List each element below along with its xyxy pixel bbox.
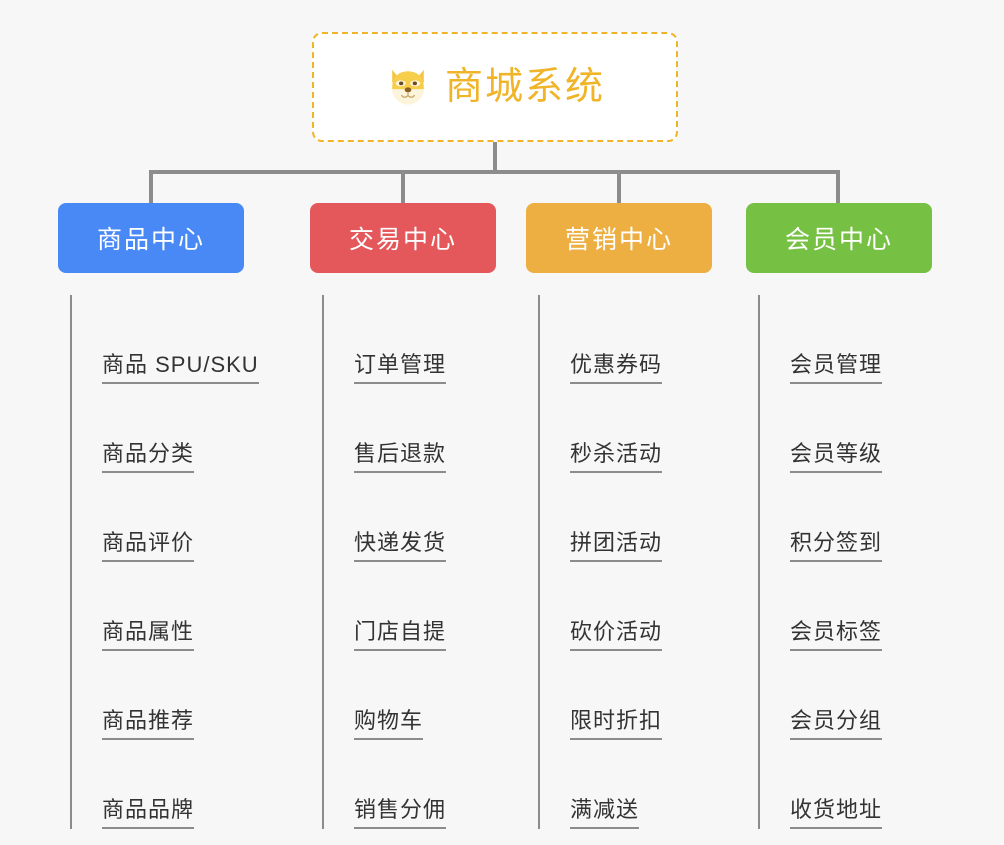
branch-header-4[interactable]: 会员中心 — [746, 203, 932, 273]
leaf-label: 会员等级 — [790, 440, 883, 473]
list-item[interactable]: 优惠券码 — [540, 295, 746, 384]
leaf-label: 商品分类 — [102, 440, 195, 473]
leaf-label: 满减送 — [570, 796, 640, 829]
list-item[interactable]: 快递发货 — [324, 473, 530, 562]
list-item[interactable]: 会员标签 — [760, 562, 966, 651]
leaf-list-3: 优惠券码 秒杀活动 拼团活动 砍价活动 限时折扣 满减送 — [538, 295, 746, 829]
list-item[interactable]: 销售分佣 — [324, 740, 530, 829]
leaf-label: 限时折扣 — [570, 707, 663, 740]
leaf-label: 会员分组 — [790, 707, 883, 740]
root-node[interactable]: 商城系统 — [312, 32, 678, 142]
list-item[interactable]: 商品 SPU/SKU — [72, 295, 278, 384]
leaf-label: 砍价活动 — [570, 618, 663, 651]
list-item[interactable]: 售后退款 — [324, 384, 530, 473]
leaf-list-4: 会员管理 会员等级 积分签到 会员标签 会员分组 收货地址 — [758, 295, 966, 829]
list-item[interactable]: 商品评价 — [72, 473, 278, 562]
branch-column-1: 商品中心 商品 SPU/SKU 商品分类 商品评价 商品属性 商品推荐 商品品牌 — [58, 203, 278, 845]
list-item[interactable]: 砍价活动 — [540, 562, 746, 651]
branch-header-3[interactable]: 营销中心 — [526, 203, 712, 273]
leaf-label: 购物车 — [354, 707, 424, 740]
leaf-label: 门店自提 — [354, 618, 447, 651]
root-title: 商城系统 — [444, 66, 605, 108]
list-item[interactable]: 门店自提 — [324, 562, 530, 651]
branch-column-4: 会员中心 会员管理 会员等级 积分签到 会员标签 会员分组 收货地址 — [746, 203, 966, 845]
leaf-label: 秒杀活动 — [570, 440, 663, 473]
leaf-label: 商品属性 — [102, 618, 195, 651]
list-item[interactable]: 订单管理 — [324, 295, 530, 384]
leaf-label: 订单管理 — [354, 351, 447, 384]
leaf-label: 会员标签 — [790, 618, 883, 651]
leaf-label: 销售分佣 — [354, 796, 447, 829]
leaf-label: 商品评价 — [102, 529, 195, 562]
leaf-list-1: 商品 SPU/SKU 商品分类 商品评价 商品属性 商品推荐 商品品牌 — [70, 295, 278, 829]
list-item[interactable]: 购物车 — [324, 651, 530, 740]
branch-header-1[interactable]: 商品中心 — [58, 203, 244, 273]
shiba-dog-icon — [392, 69, 424, 105]
leaf-label: 拼团活动 — [570, 529, 663, 562]
list-item[interactable]: 收货地址 — [760, 740, 966, 829]
list-item[interactable]: 商品推荐 — [72, 651, 278, 740]
list-item[interactable]: 会员管理 — [760, 295, 966, 384]
leaf-label: 快递发货 — [354, 529, 447, 562]
list-item[interactable]: 拼团活动 — [540, 473, 746, 562]
leaf-label: 商品推荐 — [102, 707, 195, 740]
leaf-label: 优惠券码 — [570, 351, 663, 384]
list-item[interactable]: 秒杀活动 — [540, 384, 746, 473]
leaf-label: 商品品牌 — [102, 796, 195, 829]
leaf-label: 商品 SPU/SKU — [102, 351, 259, 384]
list-item[interactable]: 会员等级 — [760, 384, 966, 473]
leaf-label: 积分签到 — [790, 529, 883, 562]
list-item[interactable]: 会员分组 — [760, 651, 966, 740]
branch-column-3: 营销中心 优惠券码 秒杀活动 拼团活动 砍价活动 限时折扣 满减送 — [526, 203, 746, 845]
leaf-label: 会员管理 — [790, 351, 883, 384]
list-item[interactable]: 商品品牌 — [72, 740, 278, 829]
leaf-list-2: 订单管理 售后退款 快递发货 门店自提 购物车 销售分佣 — [322, 295, 530, 829]
leaf-label: 售后退款 — [354, 440, 447, 473]
branch-columns: 商品中心 商品 SPU/SKU 商品分类 商品评价 商品属性 商品推荐 商品品牌… — [0, 203, 1004, 840]
branch-column-2: 交易中心 订单管理 售后退款 快递发货 门店自提 购物车 销售分佣 — [310, 203, 530, 845]
leaf-label: 收货地址 — [790, 796, 883, 829]
list-item[interactable]: 积分签到 — [760, 473, 966, 562]
list-item[interactable]: 满减送 — [540, 740, 746, 829]
list-item[interactable]: 限时折扣 — [540, 651, 746, 740]
branch-header-2[interactable]: 交易中心 — [310, 203, 496, 273]
list-item[interactable]: 商品分类 — [72, 384, 278, 473]
list-item[interactable]: 商品属性 — [72, 562, 278, 651]
